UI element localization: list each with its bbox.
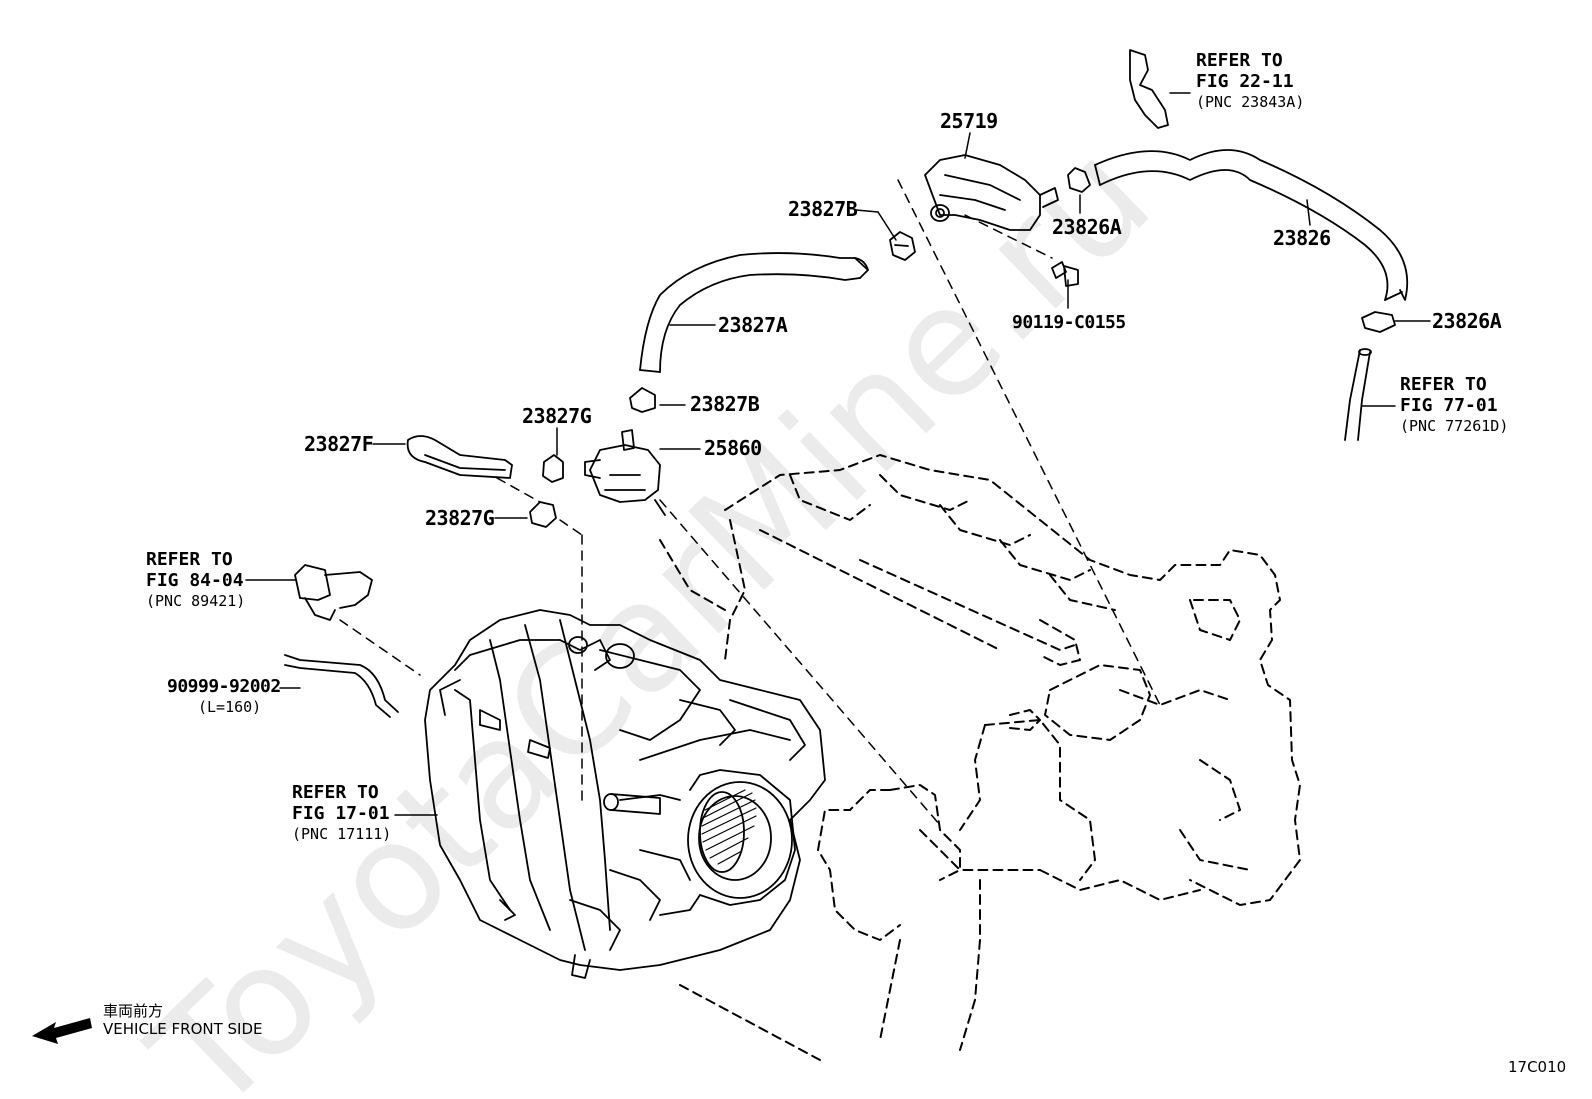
label-23827A: 23827A <box>718 313 788 337</box>
ref-fig-84-04: REFER TO FIG 84-04 (PNC 89421) <box>146 549 245 612</box>
ref-fig-77-01-line1: REFER TO <box>1400 374 1487 395</box>
ref-fig-84-04-line2: FIG 84-04 <box>146 570 244 591</box>
part-90999-hose <box>284 654 399 718</box>
ref-fig-22-11: REFER TO FIG 22-11 (PNC 23843A) <box>1196 50 1304 113</box>
part-sensor-84-04 <box>294 564 373 621</box>
part-23826-hose <box>1094 149 1409 301</box>
ref-fig-84-04-line3: (PNC 89421) <box>146 592 246 610</box>
part-23826A-clamp <box>1067 167 1091 193</box>
label-25860: 25860 <box>704 436 762 460</box>
part-90119-bolt <box>1051 261 1079 287</box>
label-23827B-mid: 23827B <box>690 392 760 416</box>
front-direction-jp: 車両前方 <box>103 1002 164 1020</box>
ref-fig-22-11-line2: FIG 22-11 <box>1196 71 1294 92</box>
connection-lines <box>339 179 1161 826</box>
label-23826: 23826 <box>1273 226 1331 250</box>
ref-fig-77-01-line2: FIG 77-01 <box>1400 395 1498 416</box>
engine-block-outline <box>659 454 1301 1061</box>
front-direction-en: VEHICLE FRONT SIDE <box>103 1020 263 1038</box>
figure-code: 17C010 <box>1508 1058 1567 1076</box>
part-25719-separator <box>924 154 1059 231</box>
label-90119: 90119-C0155 <box>1012 312 1126 333</box>
intake-manifold-drawing <box>424 609 826 979</box>
throttle-hatch <box>701 789 757 865</box>
part-ref-77-01 <box>1344 348 1372 441</box>
ref-fig-77-01: REFER TO FIG 77-01 (PNC 77261D) <box>1400 374 1508 437</box>
ref-fig-22-11-line3: (PNC 23843A) <box>1196 93 1305 111</box>
ref-fig-22-11-line1: REFER TO <box>1196 50 1283 71</box>
ref-fig-17-01-line1: REFER TO <box>292 782 379 803</box>
ref-fig-17-01-line3: (PNC 17111) <box>292 825 392 843</box>
part-23827B-clamp-mid <box>629 387 656 413</box>
label-23827G-bot: 23827G <box>425 506 495 530</box>
front-arrow <box>32 1018 92 1044</box>
part-23827A-hose <box>639 252 869 373</box>
ref-fig-77-01-line3: (PNC 77261D) <box>1400 417 1509 435</box>
ref-fig-84-04-line1: REFER TO <box>146 549 233 570</box>
ref-fig-17-01: REFER TO FIG 17-01 (PNC 17111) <box>292 782 391 845</box>
label-23826A-right: 23826A <box>1432 309 1502 333</box>
part-25860-valve <box>584 429 666 516</box>
part-23827F-hose <box>406 435 513 479</box>
label-90999-length: (L=160) <box>198 698 262 716</box>
ref-fig-17-01-line2: FIG 17-01 <box>292 803 390 824</box>
part-ref-22-11 <box>1129 49 1169 129</box>
label-90999: 90999-92002 <box>167 676 281 697</box>
label-23827F: 23827F <box>304 432 374 456</box>
label-23827G-top: 23827G <box>522 404 592 428</box>
part-23827B-clamp <box>889 231 916 261</box>
part-23826A-clamp-right <box>1361 311 1396 333</box>
label-23826A-top: 23826A <box>1052 215 1122 239</box>
label-23827B-top: 23827B <box>788 197 858 221</box>
part-23827G-clamps <box>529 454 564 528</box>
label-25719: 25719 <box>940 109 998 133</box>
leader-lines <box>245 92 1431 816</box>
